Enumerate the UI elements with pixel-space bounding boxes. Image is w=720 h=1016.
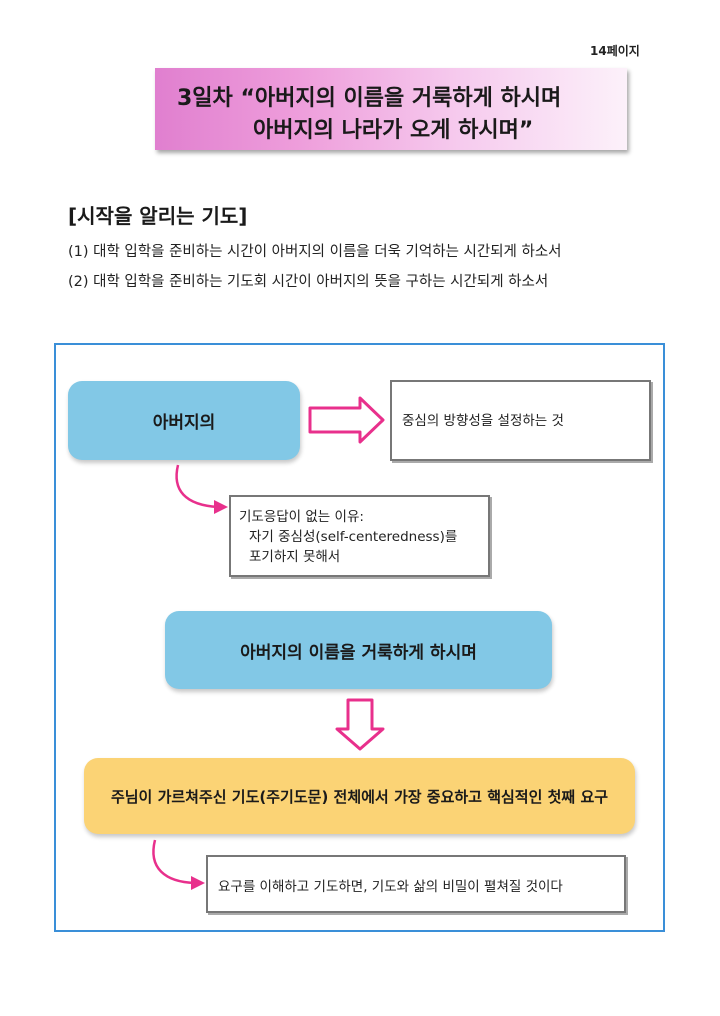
secret-note: 요구를 이해하고 기도하면, 기도와 삶의 비밀이 펼쳐질 것이다 [206, 855, 626, 913]
section-heading: [시작을 알리는 기도] [68, 204, 248, 228]
title-banner: 3일차 “아버지의 이름을 거룩하게 하시며 아버지의 나라가 오게 하시며” [155, 68, 627, 150]
prayer-item-2: (2) 대학 입학을 준비하는 기도회 시간이 아버지의 뜻을 구하는 시간되게… [68, 274, 549, 290]
reason-note-line-3: 포기하지 못해서 [249, 549, 341, 565]
reason-note: 기도응답이 없는 이유: 자기 중심성(self-centeredness)를 … [229, 495, 490, 577]
father-box: 아버지의 [68, 381, 300, 460]
title-line-1: 3일차 “아버지의 이름을 거룩하게 하시며 [177, 86, 562, 111]
prayer-item-1: (1) 대학 입학을 준비하는 시간이 아버지의 이름을 더욱 기억하는 시간되… [68, 244, 562, 260]
direction-note: 중심의 방향성을 설정하는 것 [390, 380, 651, 461]
reason-note-line-1: 기도응답이 없는 이유: [239, 509, 364, 525]
diagram-frame [54, 343, 665, 932]
reason-note-line-2: 자기 중심성(self-centeredness)를 [249, 529, 458, 545]
title-line-2: 아버지의 나라가 오게 하시며” [253, 118, 534, 143]
holy-name-box: 아버지의 이름을 거룩하게 하시며 [165, 611, 552, 689]
first-request-box: 주님이 가르쳐주신 기도(주기도문) 전체에서 가장 중요하고 핵심적인 첫째 … [84, 758, 635, 834]
page-number: 14페이지 [590, 44, 640, 58]
